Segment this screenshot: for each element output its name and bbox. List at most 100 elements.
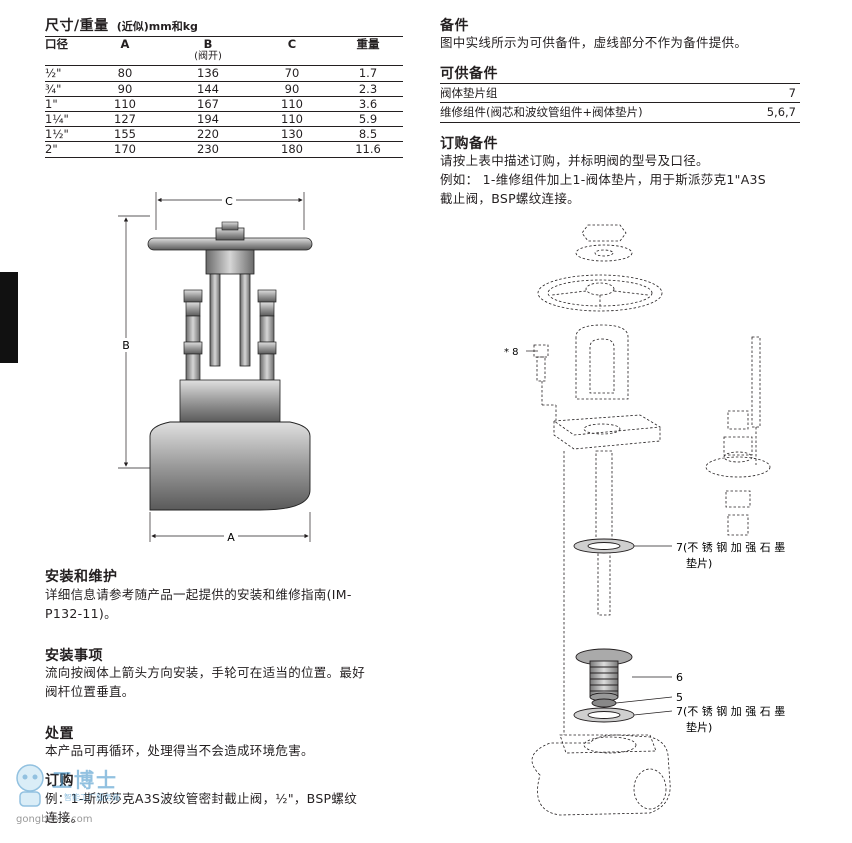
nut [257,289,277,303]
table-cell: 11.6 [355,142,381,156]
spare-ref: 5,6,7 [766,105,796,119]
table-cell: 110 [281,112,303,126]
valve-body [149,421,311,511]
order-text: 例：1-斯派莎克A3S波纹管密封截止阀，½"，BSP螺纹 连接。 [45,789,407,827]
table-cell: 1" [45,97,58,111]
install-notes-text: 流向按阀体上箭头方向安装，手轮可在适当的位置。最好 阀杆位置垂直。 [45,663,407,701]
order-title: 订购 [45,773,74,789]
c-label-bg [222,194,236,206]
table-cell: 80 [117,66,133,80]
table-header-rule [45,65,403,66]
b-label: B [122,339,130,352]
dimensions-unit: (近似)mm和kg [116,20,198,33]
spare-ref: 7 [788,86,796,100]
table-cell: 1¼" [45,112,69,126]
ordering-line1: 请按上表中描述订购，并标明阀的型号及口径。 [440,153,709,168]
table-cell: 155 [114,127,136,141]
table-cell: 127 [114,112,136,126]
nut [183,341,203,355]
watermark-url: gongboshi.com [16,814,93,825]
table-cell: ¾" [45,82,62,96]
disposal-text: 本产品可再循环，处理得当不会造成环境危害。 [45,743,314,758]
exploded-spares-drawing: * 8 7(不 锈 钢 加 强 石 墨 垫片) 6 5 7(不 锈 钢 加 强 … [504,224,785,816]
install-text-line2: P132-11)。 [45,606,117,621]
watermark-brand: 工博士 [52,768,118,792]
install-text-line1: 详细信息请参考随产品一起提供的安装和维修指南(IM- [45,587,352,602]
a-label: A [227,531,235,544]
yoke-top [205,249,255,275]
leader-plug [615,696,673,704]
ordering-spares-text: 请按上表中描述订购，并标明阀的型号及口径。 例如： 1-维修组件加上1-阀体垫片… [440,151,820,208]
callout-8: * 8 [504,347,519,358]
table-cell: 5.9 [358,112,378,126]
table-row-rule [45,126,403,127]
table-cell: 90 [284,82,300,96]
col-header-c: C [287,37,297,51]
spares-table-bottom-rule [440,122,800,123]
col-header-b: B [203,37,213,51]
stud [185,315,201,343]
top-nut-outline [581,224,627,242]
callout-7a-line1: 7(不 锈 钢 加 强 石 墨 [676,541,785,554]
body-outline [531,734,671,816]
handwheel-hub [585,282,615,296]
table-cell: ½" [45,66,62,80]
table-top-rule [45,36,403,37]
table-cell: 170 [114,142,136,156]
spares-table-row-rule [440,102,800,103]
bonnet-flange [179,379,281,423]
spares-text: 图中实线所示为可供备件，虚线部分不作为备件提供。 [440,35,748,50]
table-cell: 8.5 [358,127,378,141]
table-row-rule [45,81,403,82]
robot-mascot-icon [16,764,44,807]
handwheel-outline [537,274,663,312]
col-header-weight: 重量 [356,37,380,51]
col-header-a: A [120,37,130,51]
stud [185,353,201,381]
top-washer-outline [575,244,633,262]
nut [183,289,203,303]
col-header-size: 口径 [45,37,68,51]
b-label-bg [120,338,132,352]
callout-5: 5 [676,691,683,704]
table-row-rule [45,141,403,142]
c-label: C [225,195,233,208]
table-cell: 230 [197,142,219,156]
handwheel-inner [547,279,653,307]
callout-7a-line2: 垫片) [686,556,712,570]
table-cell: 136 [197,66,219,80]
table-cell: 70 [284,66,300,80]
top-washer-hole [594,249,614,257]
spares-title: 备件 [440,18,469,34]
dimensions-title: 尺寸/重量 [45,18,109,34]
install-text: 详细信息请参考随产品一起提供的安装和维修指南(IM- P132-11)。 [45,585,407,623]
table-cell: 2" [45,142,58,156]
table-cell: 194 [197,112,219,126]
available-spares-title: 可供备件 [440,66,498,82]
ordering-line3: 截止阀，BSP螺纹连接。 [440,191,580,206]
stud [259,315,275,343]
watermark-logo: 工博士 智能工厂服务商 gongboshi.com [6,762,156,832]
disposal-title: 处置 [45,726,74,742]
callout-6: 6 [676,671,683,684]
callout-7b-line2: 垫片) [686,720,712,734]
table-cell: 167 [197,97,219,111]
table-bottom-rule [45,157,403,158]
table-row-rule [45,96,403,97]
spare-name: 维修组件(阀芯和波纹管组件+阀体垫片) [440,105,643,119]
install-title: 安装和维护 [45,569,118,585]
stem-outline [595,450,613,542]
a-label-bg [224,530,238,542]
spare-name: 阀体垫片组 [440,86,498,100]
bonnet-plate-outline [552,414,662,436]
yoke-outline [575,324,629,400]
leader-gasket-lower [633,710,673,716]
table-cell: 1½" [45,127,69,141]
order-text-line1: 例：1-斯派莎克A3S波纹管密封截止阀，½"，BSP螺纹 [45,791,357,806]
table-row-rule [45,111,403,112]
yoke-left-arm [209,273,221,367]
spares-table-top-rule [440,83,800,84]
callout-7b-line1: 7(不 锈 钢 加 强 石 墨 [676,705,785,718]
table-cell: 90 [117,82,133,96]
stud [259,353,275,381]
